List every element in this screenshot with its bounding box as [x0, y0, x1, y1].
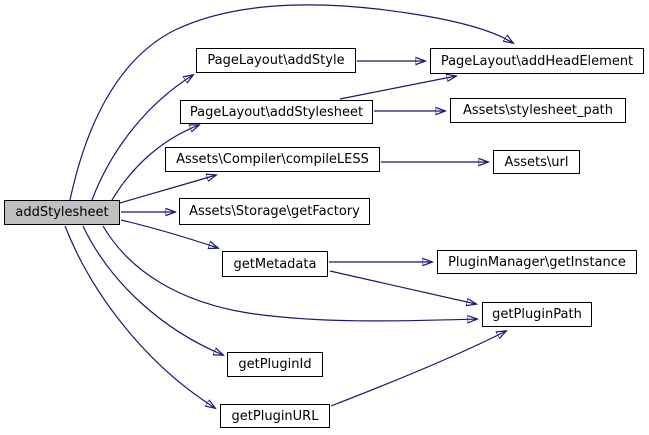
node-getpluginpath[interactable]: getPluginPath [482, 302, 592, 327]
edge-addstylesheet-to-getpluginid [82, 225, 223, 355]
edge-getmetadata-to-getpluginpath [329, 270, 476, 304]
edge-addstylesheet-to-getmetadata [120, 219, 218, 248]
node-pagelayout-addheadelement[interactable]: PageLayout\addHeadElement [430, 48, 644, 74]
node-getpluginurl[interactable]: getPluginURL [220, 404, 330, 428]
edge-addstylesheet-to-addstyle [91, 75, 193, 201]
node-getpluginid[interactable]: getPluginId [227, 352, 323, 377]
node-pagelayout-addstyle[interactable]: PageLayout\addStyle [196, 48, 356, 73]
node-assets-storage-getfactory[interactable]: Assets\Storage\getFactory [179, 198, 370, 225]
node-pluginmanager-getinstance[interactable]: PluginManager\getInstance [437, 250, 637, 274]
edge-pagelayout-addstylesheet-to-addheadelement [339, 76, 456, 100]
node-getmetadata[interactable]: getMetadata [222, 251, 328, 277]
node-assets-compiler-compileless[interactable]: Assets\Compiler\compileLESS [165, 147, 380, 172]
node-assets-url[interactable]: Assets\url [493, 150, 580, 174]
edge-addstylesheet-to-compileless [119, 175, 216, 204]
node-addstylesheet-root: addStylesheet [4, 200, 120, 225]
node-assets-stylesheet-path[interactable]: Assets\stylesheet_path [450, 98, 626, 123]
edge-addstylesheet-to-pagelayout-addstylesheet [111, 125, 199, 201]
edge-addstylesheet-to-getpluginurl [64, 225, 215, 408]
node-pagelayout-addstylesheet[interactable]: PageLayout\addStylesheet [180, 100, 373, 124]
edge-getpluginurl-to-getpluginpath [330, 331, 506, 407]
edge-addstylesheet-to-getpluginpath [102, 225, 477, 321]
edge-addstylesheet-to-addheadelement [69, 4, 513, 201]
